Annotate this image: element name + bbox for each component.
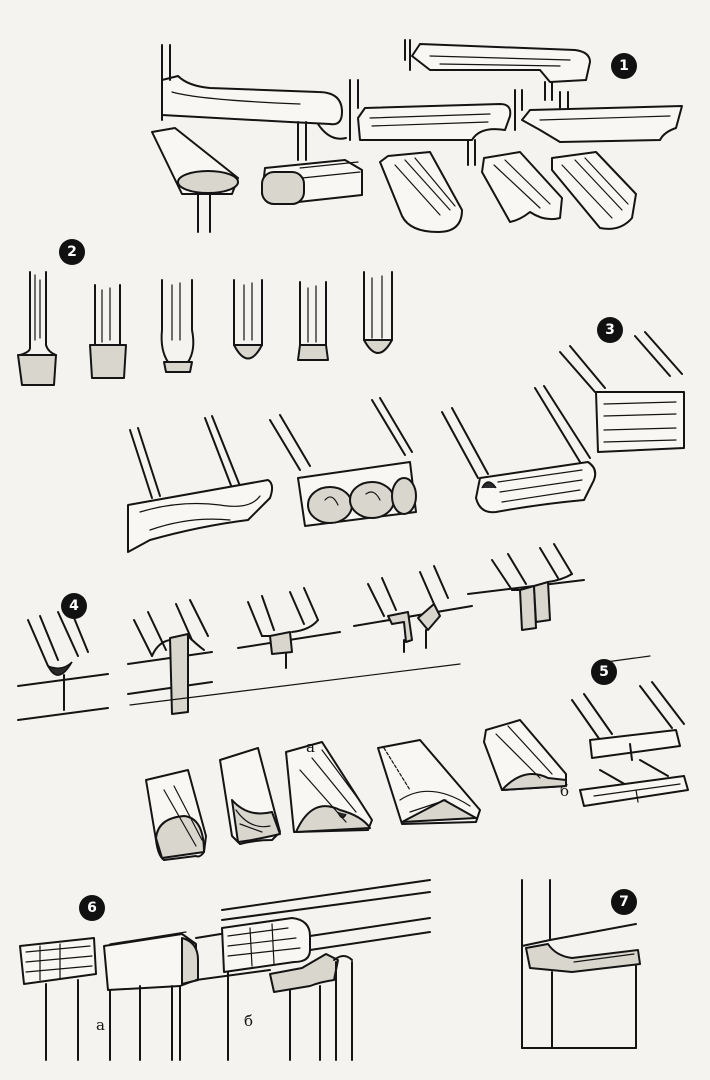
badge-7: 7 (611, 889, 637, 915)
label-fig5-a: а (306, 738, 315, 756)
svg-text:2: 2 (67, 244, 77, 260)
svg-text:1: 1 (619, 58, 629, 74)
badge-1: 1 (611, 53, 637, 79)
svg-text:5: 5 (599, 664, 609, 680)
svg-text:6: 6 (87, 900, 97, 916)
group-6-tabletop-edges (19, 879, 431, 1061)
badge-2: 2 (59, 239, 85, 265)
label-fig5-b: б (560, 782, 569, 800)
svg-text:3: 3 (605, 322, 615, 338)
group-3-frame-sections (127, 331, 685, 553)
badge-3: 3 (597, 317, 623, 343)
badge-5: 5 (591, 659, 617, 685)
group-2-bar-end-profiles (17, 271, 393, 386)
svg-text:7: 7 (619, 894, 629, 910)
badge-4: 4 (61, 593, 87, 619)
group-4-groove-joints (17, 543, 585, 721)
svg-text:4: 4 (69, 598, 79, 614)
group-1-armrest-profiles (151, 39, 683, 233)
badge-6: 6 (79, 895, 105, 921)
label-fig6-a: а (96, 1016, 105, 1034)
group-5-moulding-profiles (129, 655, 689, 861)
group-7-drawer-lip (521, 879, 641, 1049)
label-fig6-b: б (244, 1012, 253, 1030)
